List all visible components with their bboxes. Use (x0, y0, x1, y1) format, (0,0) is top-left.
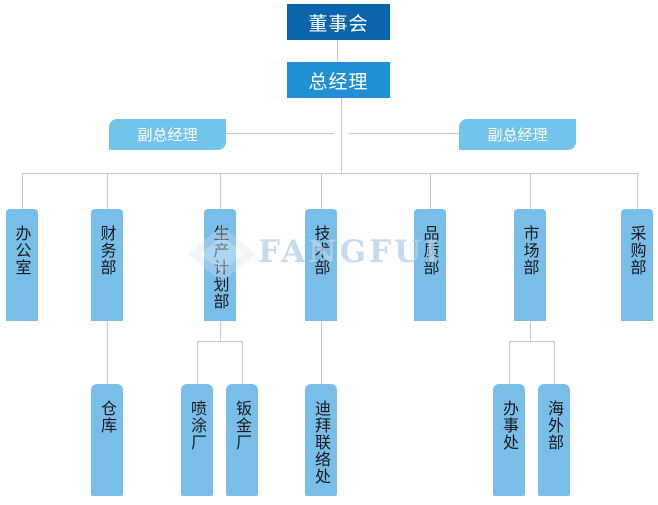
connector-finance-warehouse (107, 321, 108, 384)
connector-market-bus (509, 341, 555, 342)
connector-market-left (509, 341, 510, 384)
dept-purchasing: 采购部 (621, 209, 653, 321)
dept-production-planning-label: 生产计划部 (211, 225, 230, 310)
connector-dept-5 (430, 173, 431, 209)
connector-production-right (242, 341, 243, 384)
unit-overseas: 海外部 (538, 384, 570, 496)
board-node: 董事会 (287, 4, 390, 40)
dept-quality-label: 品质部 (420, 225, 440, 276)
unit-warehouse: 仓库 (91, 384, 123, 496)
general-manager-label: 总经理 (308, 70, 369, 93)
unit-branch-office-label: 办事处 (500, 400, 519, 451)
dept-office: 办公室 (6, 209, 38, 321)
connector-deputy-right (349, 133, 459, 134)
connector-production-left (197, 341, 198, 384)
dept-market: 市场部 (514, 209, 546, 321)
connector-dept-3 (220, 173, 221, 209)
connector-dept-bus (22, 173, 638, 174)
dept-technology-label: 技术部 (311, 225, 331, 276)
unit-branch-office: 办事处 (493, 384, 525, 496)
deputy-gm-right-node: 副总经理 (459, 119, 576, 150)
dept-purchasing-label: 采购部 (627, 225, 647, 276)
connector-gm-trunk (341, 98, 342, 174)
unit-sheet-metal-plant-label: 钣金厂 (233, 400, 252, 451)
dept-market-label: 市场部 (520, 225, 540, 276)
connector-deputy-left (226, 133, 334, 134)
unit-overseas-label: 海外部 (545, 400, 564, 451)
deputy-gm-left-node: 副总经理 (109, 119, 226, 150)
watermark-text: FANGFUI (258, 234, 442, 270)
connector-dept-2 (107, 173, 108, 209)
connector-dept-7 (637, 173, 638, 209)
unit-dubai-liaison: 迪拜联络处 (305, 384, 337, 496)
general-manager-node: 总经理 (287, 62, 390, 98)
connector-dept-4 (321, 173, 322, 209)
dept-production-planning: 生产计划部 (204, 209, 236, 321)
connector-production-bus (197, 341, 243, 342)
deputy-gm-left-label: 副总经理 (137, 126, 198, 144)
board-label: 董事会 (308, 12, 369, 35)
unit-sheet-metal-plant: 钣金厂 (226, 384, 258, 496)
dept-quality: 品质部 (414, 209, 446, 321)
connector-production-down (220, 321, 221, 341)
unit-spray-plant: 喷涂厂 (181, 384, 213, 496)
dept-technology: 技术部 (305, 209, 337, 321)
dept-finance: 财务部 (91, 209, 123, 321)
unit-warehouse-label: 仓库 (98, 400, 117, 434)
dept-office-label: 办公室 (12, 225, 32, 276)
unit-dubai-liaison-label: 迪拜联络处 (312, 400, 331, 485)
deputy-gm-right-label: 副总经理 (487, 126, 548, 144)
watermark-logo-icon (188, 226, 256, 282)
unit-spray-plant-label: 喷涂厂 (188, 400, 207, 451)
connector-market-down (530, 321, 531, 341)
connector-market-right (554, 341, 555, 384)
connector-board-gm (337, 40, 338, 62)
connector-dept-6 (530, 173, 531, 209)
connector-tech-dubai (321, 321, 322, 384)
connector-dept-1 (22, 173, 23, 209)
dept-finance-label: 财务部 (97, 225, 117, 276)
